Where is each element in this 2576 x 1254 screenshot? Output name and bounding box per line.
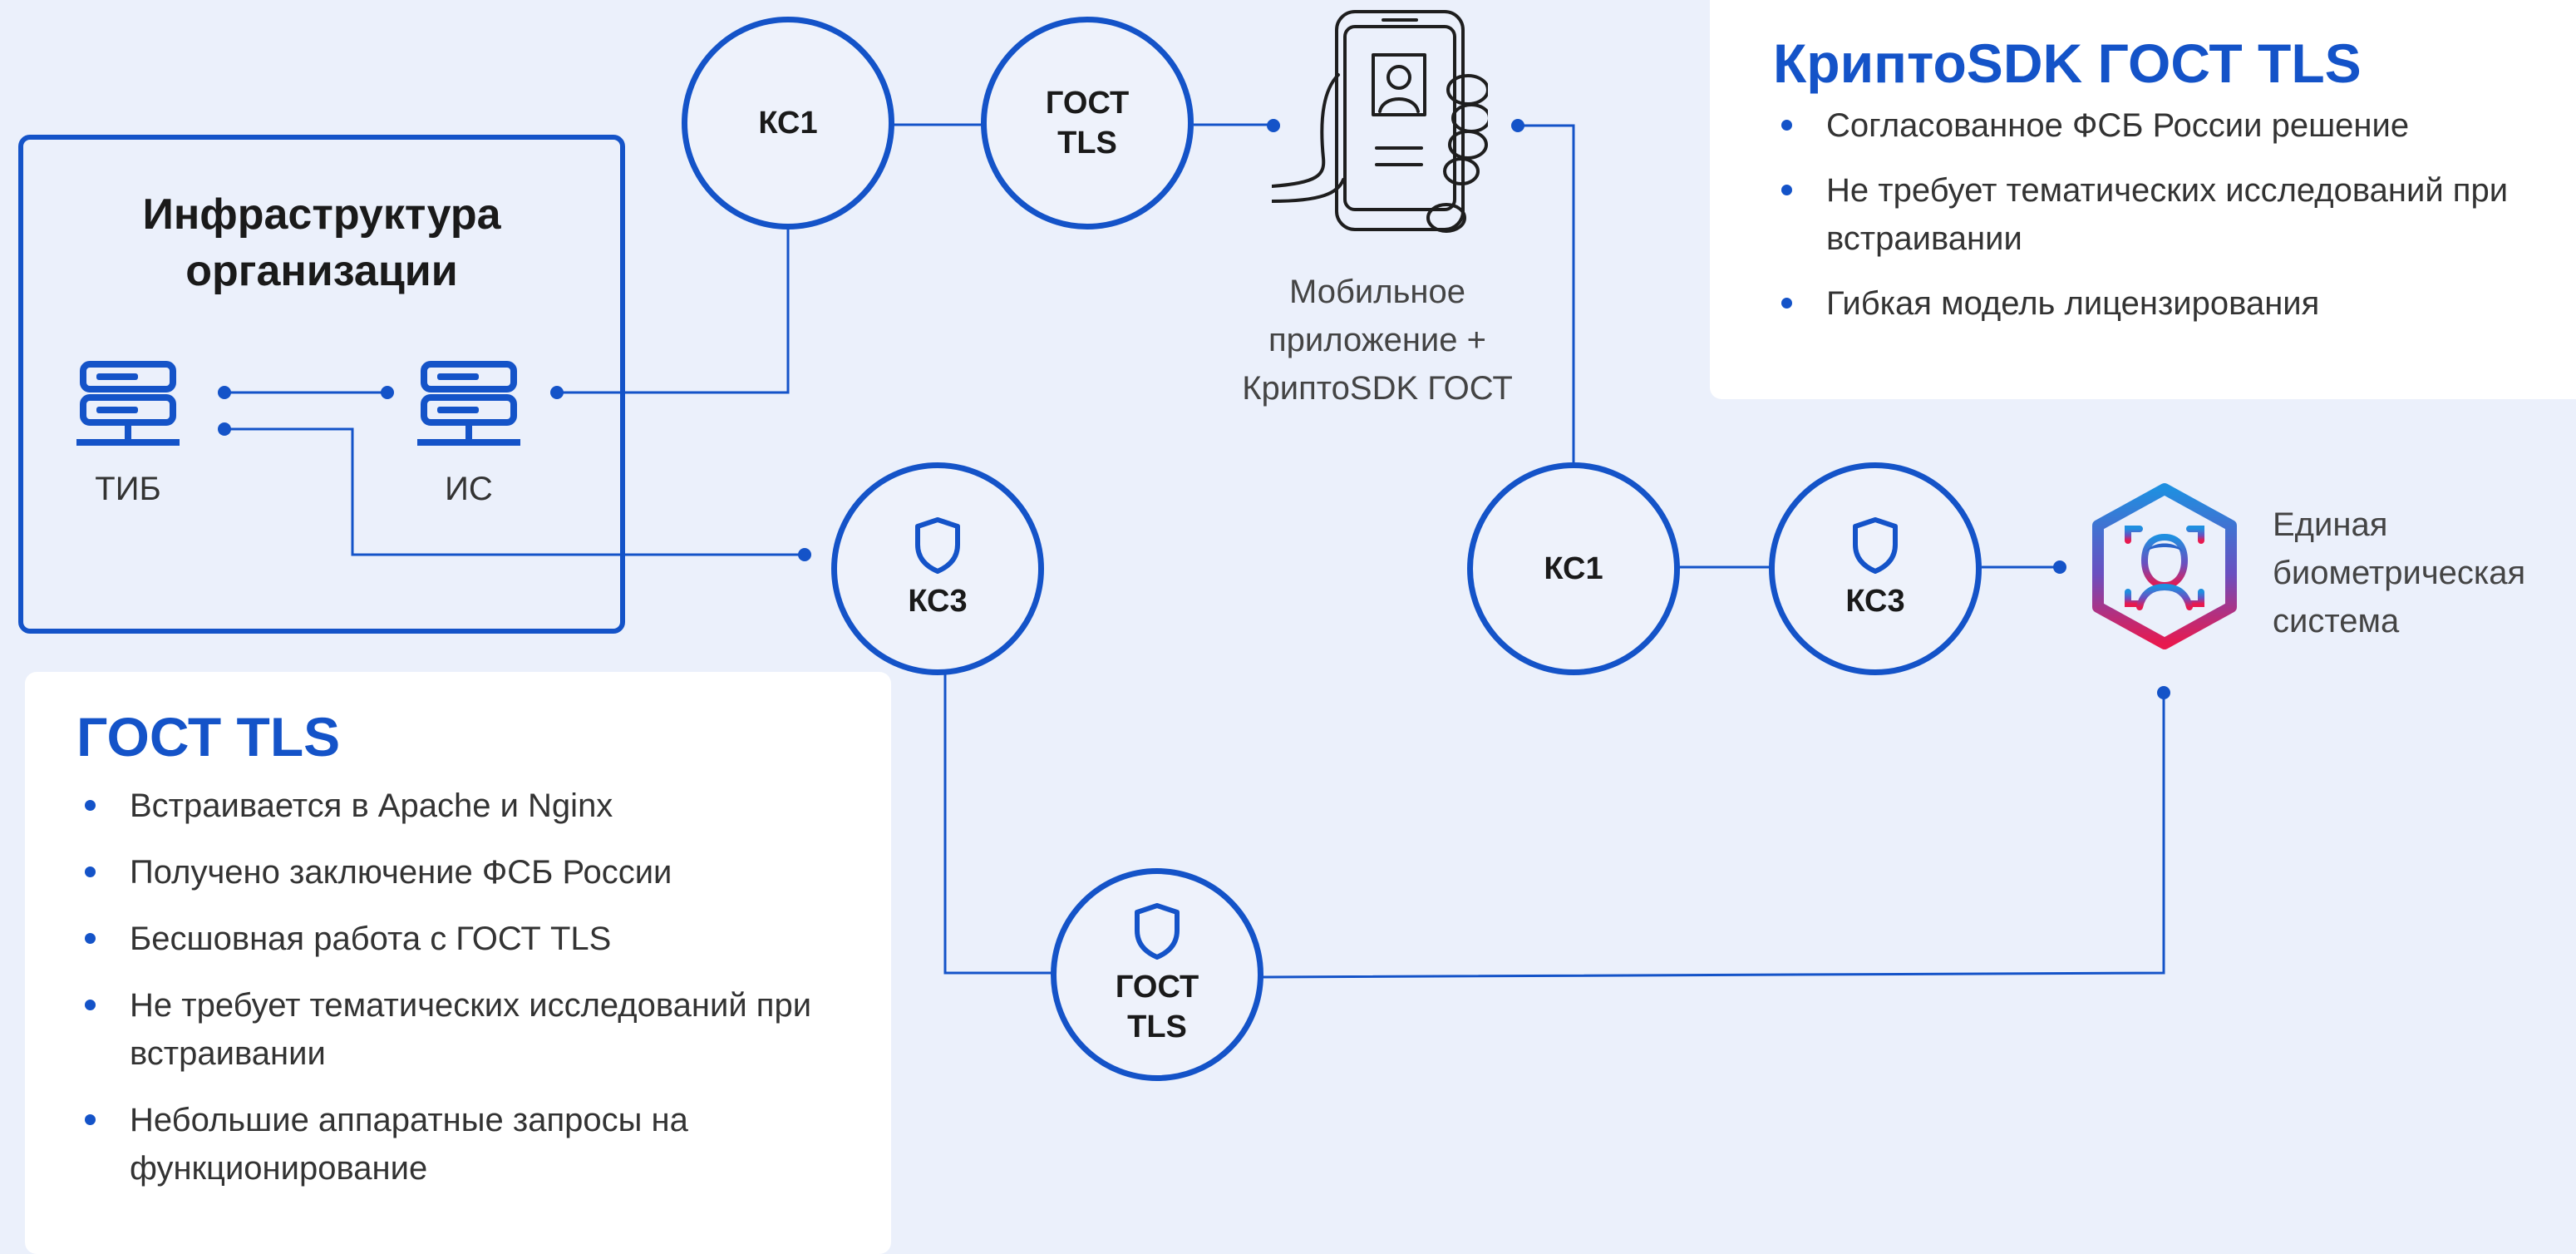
line-ks3left-gosttlsbottom	[943, 672, 1052, 975]
kriptosdk-panel: КриптоSDK ГОСТ TLS Согласованное ФСБ Рос…	[1710, 0, 2576, 399]
node-label: КС3	[908, 584, 968, 619]
node-label-line1: ГОСТ	[1045, 86, 1130, 121]
node-label-line2: TLS	[1127, 1010, 1187, 1044]
connector-dot	[1267, 119, 1280, 132]
connector-dot	[218, 386, 231, 399]
node-ks1-top: КС1	[682, 17, 894, 230]
node-gost-tls-top: ГОСТ TLS	[981, 17, 1194, 230]
node-ks1-right: КС1	[1467, 462, 1680, 675]
mobile-app-caption: Мобильное приложение + КриптоSDK ГОСТ	[1197, 268, 1558, 412]
biometric-caption-line1: Единая	[2273, 506, 2388, 543]
kriptosdk-bullets: Согласованное ФСБ России решение Не треб…	[1773, 101, 2576, 344]
gost-tls-panel: ГОСТ TLS Встраивается в Apache и Nginx П…	[25, 672, 891, 1254]
node-label: КС3	[1845, 584, 1905, 619]
organization-infrastructure-box: Инфраструктура организации ТИБ ИС	[18, 135, 625, 634]
node-ks3-left: КС3	[831, 462, 1044, 675]
server-label-tib: ТИБ	[95, 471, 161, 507]
line-phone-ks1right	[1518, 124, 1575, 466]
biometric-system-caption: Единая биометрическая система	[2273, 501, 2572, 645]
gost-tls-panel-title: ГОСТ TLS	[76, 706, 341, 768]
bullet-item: Гибкая модель лицензирования	[1773, 279, 2576, 328]
biometric-face-icon	[2092, 483, 2237, 649]
bullet-item: Согласованное ФСБ России решение	[1773, 101, 2576, 150]
line-tib-ks3left	[224, 427, 805, 556]
mobile-phone-icon	[1272, 10, 1488, 233]
node-label-line1: ГОСТ	[1115, 970, 1199, 1005]
bullet-item: Небольшие аппаратные запросы на функцион…	[76, 1096, 850, 1192]
bullet-item: Получено заключение ФСБ России	[76, 848, 850, 896]
line-gosttlsbottom-bio	[1261, 693, 2165, 979]
infrastructure-title-line1: Инфраструктура	[142, 190, 501, 239]
connector-dot	[218, 422, 231, 436]
bullet-item: Бесшовная работа с ГОСТ TLS	[76, 915, 850, 963]
node-label-line2: TLS	[1057, 126, 1117, 160]
shield-icon	[1135, 903, 1180, 960]
infrastructure-title-line2: организации	[185, 247, 458, 295]
connector-dot	[550, 386, 564, 399]
biometric-caption-line2: биометрическая	[2273, 555, 2526, 591]
infrastructure-title: Инфраструктура организации	[23, 186, 620, 299]
mobile-caption-line2: приложение +	[1268, 322, 1486, 358]
connector-dot	[2157, 686, 2170, 699]
bullet-item: Не требует тематических исследований при…	[1773, 166, 2576, 263]
node-label: КС1	[1544, 551, 1603, 586]
mobile-caption-line1: Мобильное	[1288, 274, 1466, 310]
bullet-item: Не требует тематических исследований при…	[76, 981, 850, 1078]
connector-dot	[2053, 560, 2066, 574]
server-icon	[417, 361, 520, 446]
kriptosdk-panel-title: КриптоSDK ГОСТ TLS	[1773, 32, 2362, 94]
shield-icon	[915, 517, 960, 574]
connector-dot	[1511, 119, 1524, 132]
line-is-ks1	[557, 229, 790, 394]
gost-tls-bullets: Встраивается в Apache и Nginx Получено з…	[76, 782, 850, 1211]
server-icon	[76, 361, 180, 446]
bullet-item: Встраивается в Apache и Nginx	[76, 782, 850, 830]
node-gost-tls-bottom: ГОСТ TLS	[1051, 868, 1263, 1081]
mobile-caption-line3: КриптоSDK ГОСТ	[1242, 370, 1513, 407]
connector-dot	[798, 548, 811, 561]
node-label: КС1	[758, 106, 818, 141]
connector-dot	[381, 386, 394, 399]
node-ks3-right: КС3	[1769, 462, 1982, 675]
server-label-is: ИС	[445, 471, 493, 507]
biometric-caption-line3: система	[2273, 603, 2400, 639]
shield-icon	[1853, 517, 1898, 574]
